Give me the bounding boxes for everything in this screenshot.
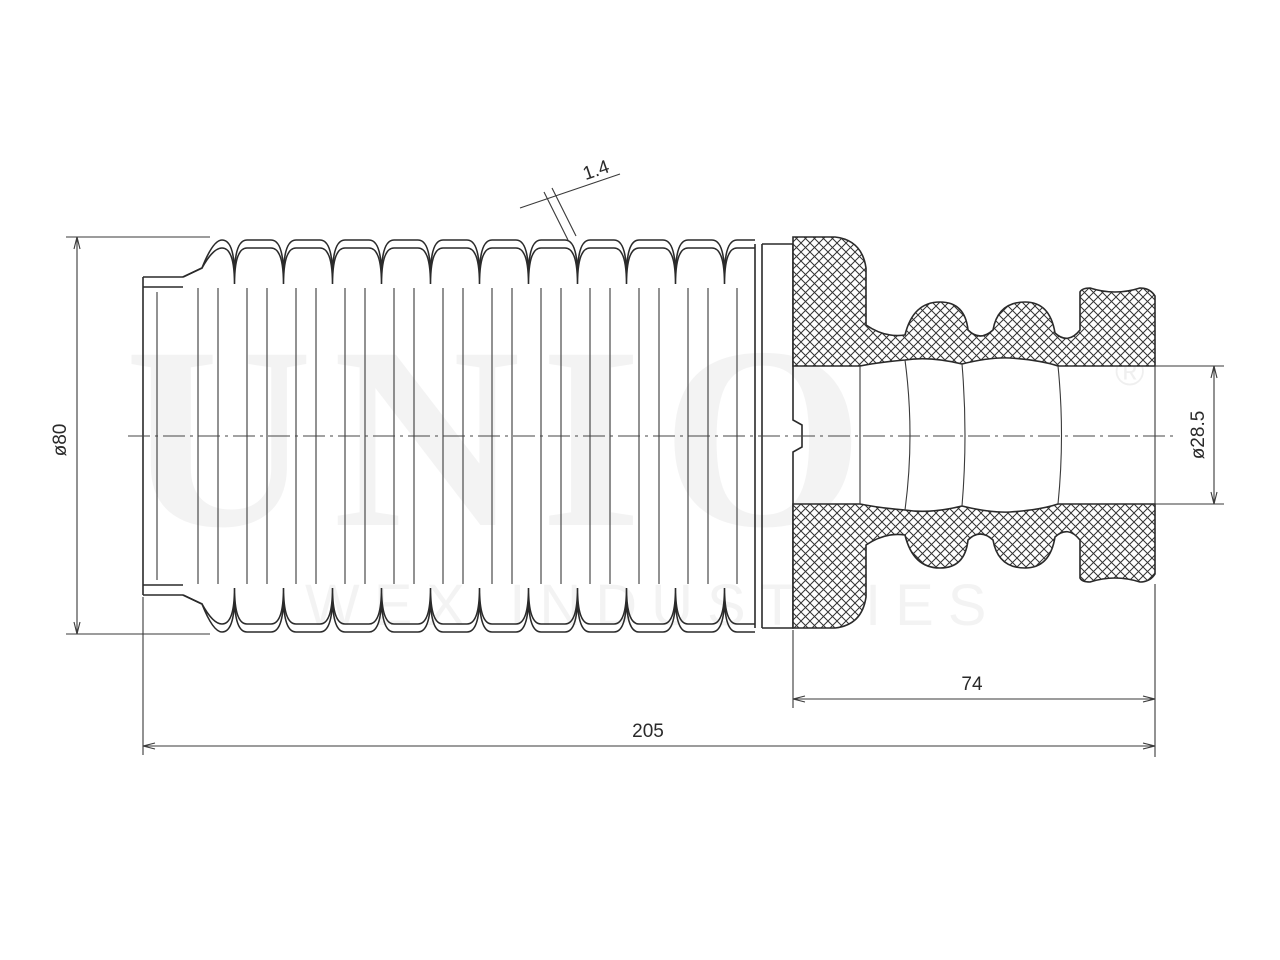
watermark: UNIO ® WEX INDUSTRIES xyxy=(125,294,1144,638)
wall-thickness-label: 1.4 xyxy=(580,156,612,185)
bumper-length-label: 74 xyxy=(961,674,983,695)
bellows-top-inner-profile xyxy=(182,247,755,285)
bellows-bottom-inner-profile xyxy=(182,587,755,625)
dimension-outer-diameter: ø80 xyxy=(50,236,210,635)
arrow-overall-right xyxy=(1142,742,1156,750)
dimension-bore-diameter: ø28.5 xyxy=(1155,365,1224,505)
arrow-bottom xyxy=(73,621,81,635)
dimension-overall-length: 205 xyxy=(142,597,1156,755)
arrow-overall-left xyxy=(142,742,156,750)
arrow-top xyxy=(73,236,81,250)
dimension-wall-thickness: 1.4 xyxy=(519,156,621,241)
bump-stop-bottom-section xyxy=(792,503,1156,629)
arrow-bumper-right xyxy=(1142,695,1156,703)
bump-stop xyxy=(792,236,1156,629)
bore-line-4 xyxy=(1057,365,1063,505)
leader-wall-thickness xyxy=(519,173,621,209)
extension-wall-b xyxy=(551,187,577,237)
bellows-top-profile xyxy=(182,239,755,278)
outer-diameter-label: ø80 xyxy=(50,424,71,457)
watermark-brand: UNIO xyxy=(125,294,884,582)
arrow-bore-top xyxy=(1210,365,1218,379)
watermark-subtitle: WEX INDUSTRIES xyxy=(305,573,1001,638)
dimension-bumper-length: 74 xyxy=(792,584,1156,757)
arrow-bumper-left xyxy=(792,695,806,703)
extension-wall-a xyxy=(543,191,569,241)
overall-length-label: 205 xyxy=(632,721,664,742)
arrow-bore-bottom xyxy=(1210,491,1218,505)
bump-stop-top-section xyxy=(792,236,1156,367)
bore-diameter-label: ø28.5 xyxy=(1188,411,1209,460)
bore-line-3 xyxy=(961,363,966,507)
bore-line-2 xyxy=(904,359,911,511)
